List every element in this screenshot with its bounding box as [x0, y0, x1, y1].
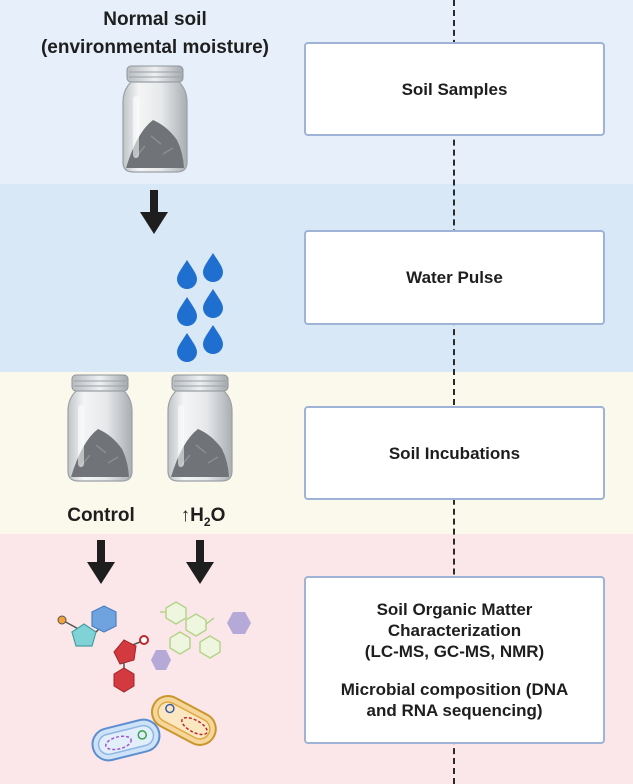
microbial-line1: Microbial composition (DNA	[340, 680, 569, 699]
microbial-line2: and RNA sequencing)	[366, 701, 543, 720]
step-soil-incubations-label: Soil Incubations	[388, 443, 521, 463]
normal-soil-label: Normal soil (environmental moisture)	[0, 6, 310, 62]
arrow-down-icon-water	[186, 540, 214, 584]
molecule-icon-green	[160, 601, 221, 659]
water-drop-icon	[177, 260, 197, 289]
normal-soil-line2: (environmental moisture)	[40, 37, 270, 58]
control-label: Control	[67, 505, 135, 526]
step-water-pulse: Water Pulse	[304, 230, 605, 325]
step-characterization: Soil Organic Matter Characterization (LC…	[304, 576, 605, 744]
water-drop-icon	[203, 253, 223, 282]
step-soil-incubations: Soil Incubations	[304, 406, 605, 500]
characterization-line1: Soil Organic Matter	[376, 600, 533, 619]
step-soil-samples-label: Soil Samples	[401, 79, 508, 99]
bacteria-icon-yellow	[150, 695, 217, 746]
step-water-pulse-label: Water Pulse	[406, 268, 503, 287]
water-drops	[177, 253, 223, 362]
characterization-line2: Characterization	[387, 621, 522, 640]
arrow-down-icon-1	[140, 190, 168, 234]
h2o-sub: 2	[203, 514, 211, 529]
arrow-down-icon-control	[87, 540, 115, 584]
water-drop-icon	[203, 325, 223, 354]
up-arrow-icon: ↑	[180, 505, 191, 526]
water-drop-icon	[203, 289, 223, 318]
bacteria-icon-blue	[91, 718, 161, 762]
molecule-icon-red	[113, 635, 149, 693]
water-drop-icon	[177, 297, 197, 326]
normal-soil-line1: Normal soil	[103, 9, 207, 30]
jar-icon-normal-soil	[122, 65, 188, 173]
molecule-icon-lilac	[227, 612, 251, 634]
water-drop-icon	[177, 333, 197, 362]
molecule-icon-lilac-small	[151, 650, 171, 670]
molecule-icon-cyan	[57, 605, 117, 647]
jar-icon-control	[67, 374, 133, 482]
dashed-divider	[453, 0, 455, 784]
water-label: ↑H2O	[165, 505, 241, 529]
characterization-line3: (LC-MS, GC-MS, NMR)	[364, 642, 545, 661]
h2o-h: H	[190, 505, 204, 526]
jar-icon-water	[167, 374, 233, 482]
step-soil-samples: Soil Samples	[304, 42, 605, 136]
h2o-o: O	[210, 505, 226, 526]
